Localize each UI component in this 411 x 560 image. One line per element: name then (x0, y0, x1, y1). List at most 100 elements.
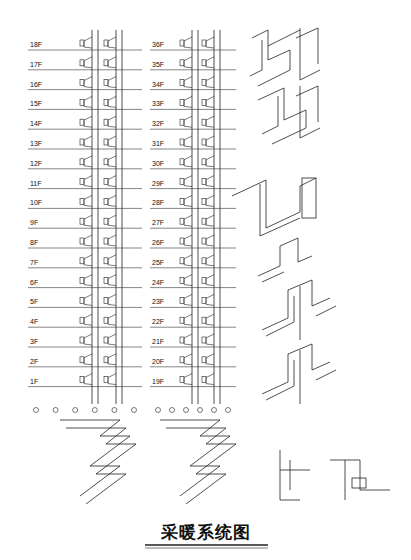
floor-line (150, 267, 236, 268)
radiator-branch (206, 314, 214, 325)
floor-label: 27F (152, 219, 164, 226)
floor-label: 26F (152, 239, 164, 246)
riser-pipe (220, 30, 221, 404)
radiator-symbol (80, 337, 84, 343)
radiator-symbol (80, 278, 84, 284)
radiator-branch (206, 275, 214, 286)
radiator-branch (184, 215, 192, 226)
floor-line (28, 149, 142, 150)
floor-line (28, 287, 142, 288)
radiator-branch (184, 156, 192, 167)
radiator-symbol (104, 139, 108, 145)
floor-line (150, 287, 236, 288)
pipe-detail (258, 88, 306, 144)
floor-label: 16F (30, 81, 42, 88)
pipe-end (132, 408, 137, 413)
radiator-symbol (180, 317, 184, 323)
radiator-symbol (104, 80, 108, 86)
floor-label: 14F (30, 120, 42, 127)
pipe-detail (262, 344, 330, 404)
radiator-symbol (80, 238, 84, 244)
pipe-end (156, 408, 161, 413)
valve-symbol (352, 478, 366, 488)
radiator-branch (84, 354, 92, 365)
radiator-branch (184, 77, 192, 88)
floor-line (28, 208, 142, 209)
radiator-branch (206, 195, 214, 206)
radiator-branch (184, 334, 192, 345)
radiator-symbol (202, 278, 206, 284)
floor-line (28, 307, 142, 308)
floor-label: 17F (30, 61, 42, 68)
valve-detail (280, 450, 310, 500)
pipe-end (198, 408, 203, 413)
floor-line (150, 69, 236, 70)
radiator-symbol (202, 159, 206, 165)
floor-line (150, 168, 236, 169)
radiator-symbol (104, 60, 108, 66)
radiator-branch (206, 235, 214, 246)
radiator-branch (84, 77, 92, 88)
radiator-symbol (104, 119, 108, 125)
floor-line (28, 267, 142, 268)
floor-line (150, 149, 236, 150)
radiator-symbol (80, 198, 84, 204)
floor-line (28, 129, 142, 130)
radiator-symbol (104, 40, 108, 46)
floor-line (150, 327, 236, 328)
title-underline (145, 544, 268, 545)
floor-line (150, 208, 236, 209)
floor-label: 34F (152, 81, 164, 88)
pipe-end (92, 408, 97, 413)
radiator-branch (108, 235, 116, 246)
floor-label: 10F (30, 199, 42, 206)
radiator-branch (108, 195, 116, 206)
radiator-branch (84, 314, 92, 325)
floor-label: 32F (152, 120, 164, 127)
radiator-branch (206, 136, 214, 147)
radiator-symbol (202, 99, 206, 105)
radiator-branch (108, 57, 116, 68)
radiator-branch (184, 116, 192, 127)
radiator-symbol (104, 278, 108, 284)
floor-line (150, 109, 236, 110)
radiator-symbol (202, 218, 206, 224)
radiator-branch (184, 314, 192, 325)
radiator-symbol (202, 179, 206, 185)
pipe-end (226, 408, 231, 413)
floor-line (28, 89, 142, 90)
radiator-branch (84, 116, 92, 127)
radiator-branch (108, 374, 116, 385)
radiator-symbol (104, 179, 108, 185)
radiator-symbol (202, 139, 206, 145)
floor-line (150, 228, 236, 229)
floor-label: 9F (30, 219, 38, 226)
radiator-symbol (80, 179, 84, 185)
radiator-symbol (180, 40, 184, 46)
radiator-branch (206, 354, 214, 365)
pipe-end (184, 408, 189, 413)
radiator-branch (108, 77, 116, 88)
floor-line (28, 69, 142, 70)
radiator-symbol (104, 337, 108, 343)
riser-pipe (198, 30, 199, 404)
radiator-branch (108, 96, 116, 107)
radiator-symbol (180, 60, 184, 66)
floor-line (28, 248, 142, 249)
radiator-symbol (104, 258, 108, 264)
floor-line (28, 386, 142, 387)
floor-label: 21F (152, 338, 164, 345)
radiator-symbol (202, 337, 206, 343)
pipe-detail (60, 420, 136, 504)
floor-label: 13F (30, 140, 42, 147)
radiator-symbol (104, 297, 108, 303)
radiator-branch (108, 255, 116, 266)
radiator-symbol (80, 357, 84, 363)
floor-label: 33F (152, 100, 164, 107)
floor-line (28, 228, 142, 229)
pipe-detail (316, 306, 336, 380)
radiator-symbol (302, 178, 316, 218)
floor-label: 30F (152, 160, 164, 167)
floor-line (150, 188, 236, 189)
